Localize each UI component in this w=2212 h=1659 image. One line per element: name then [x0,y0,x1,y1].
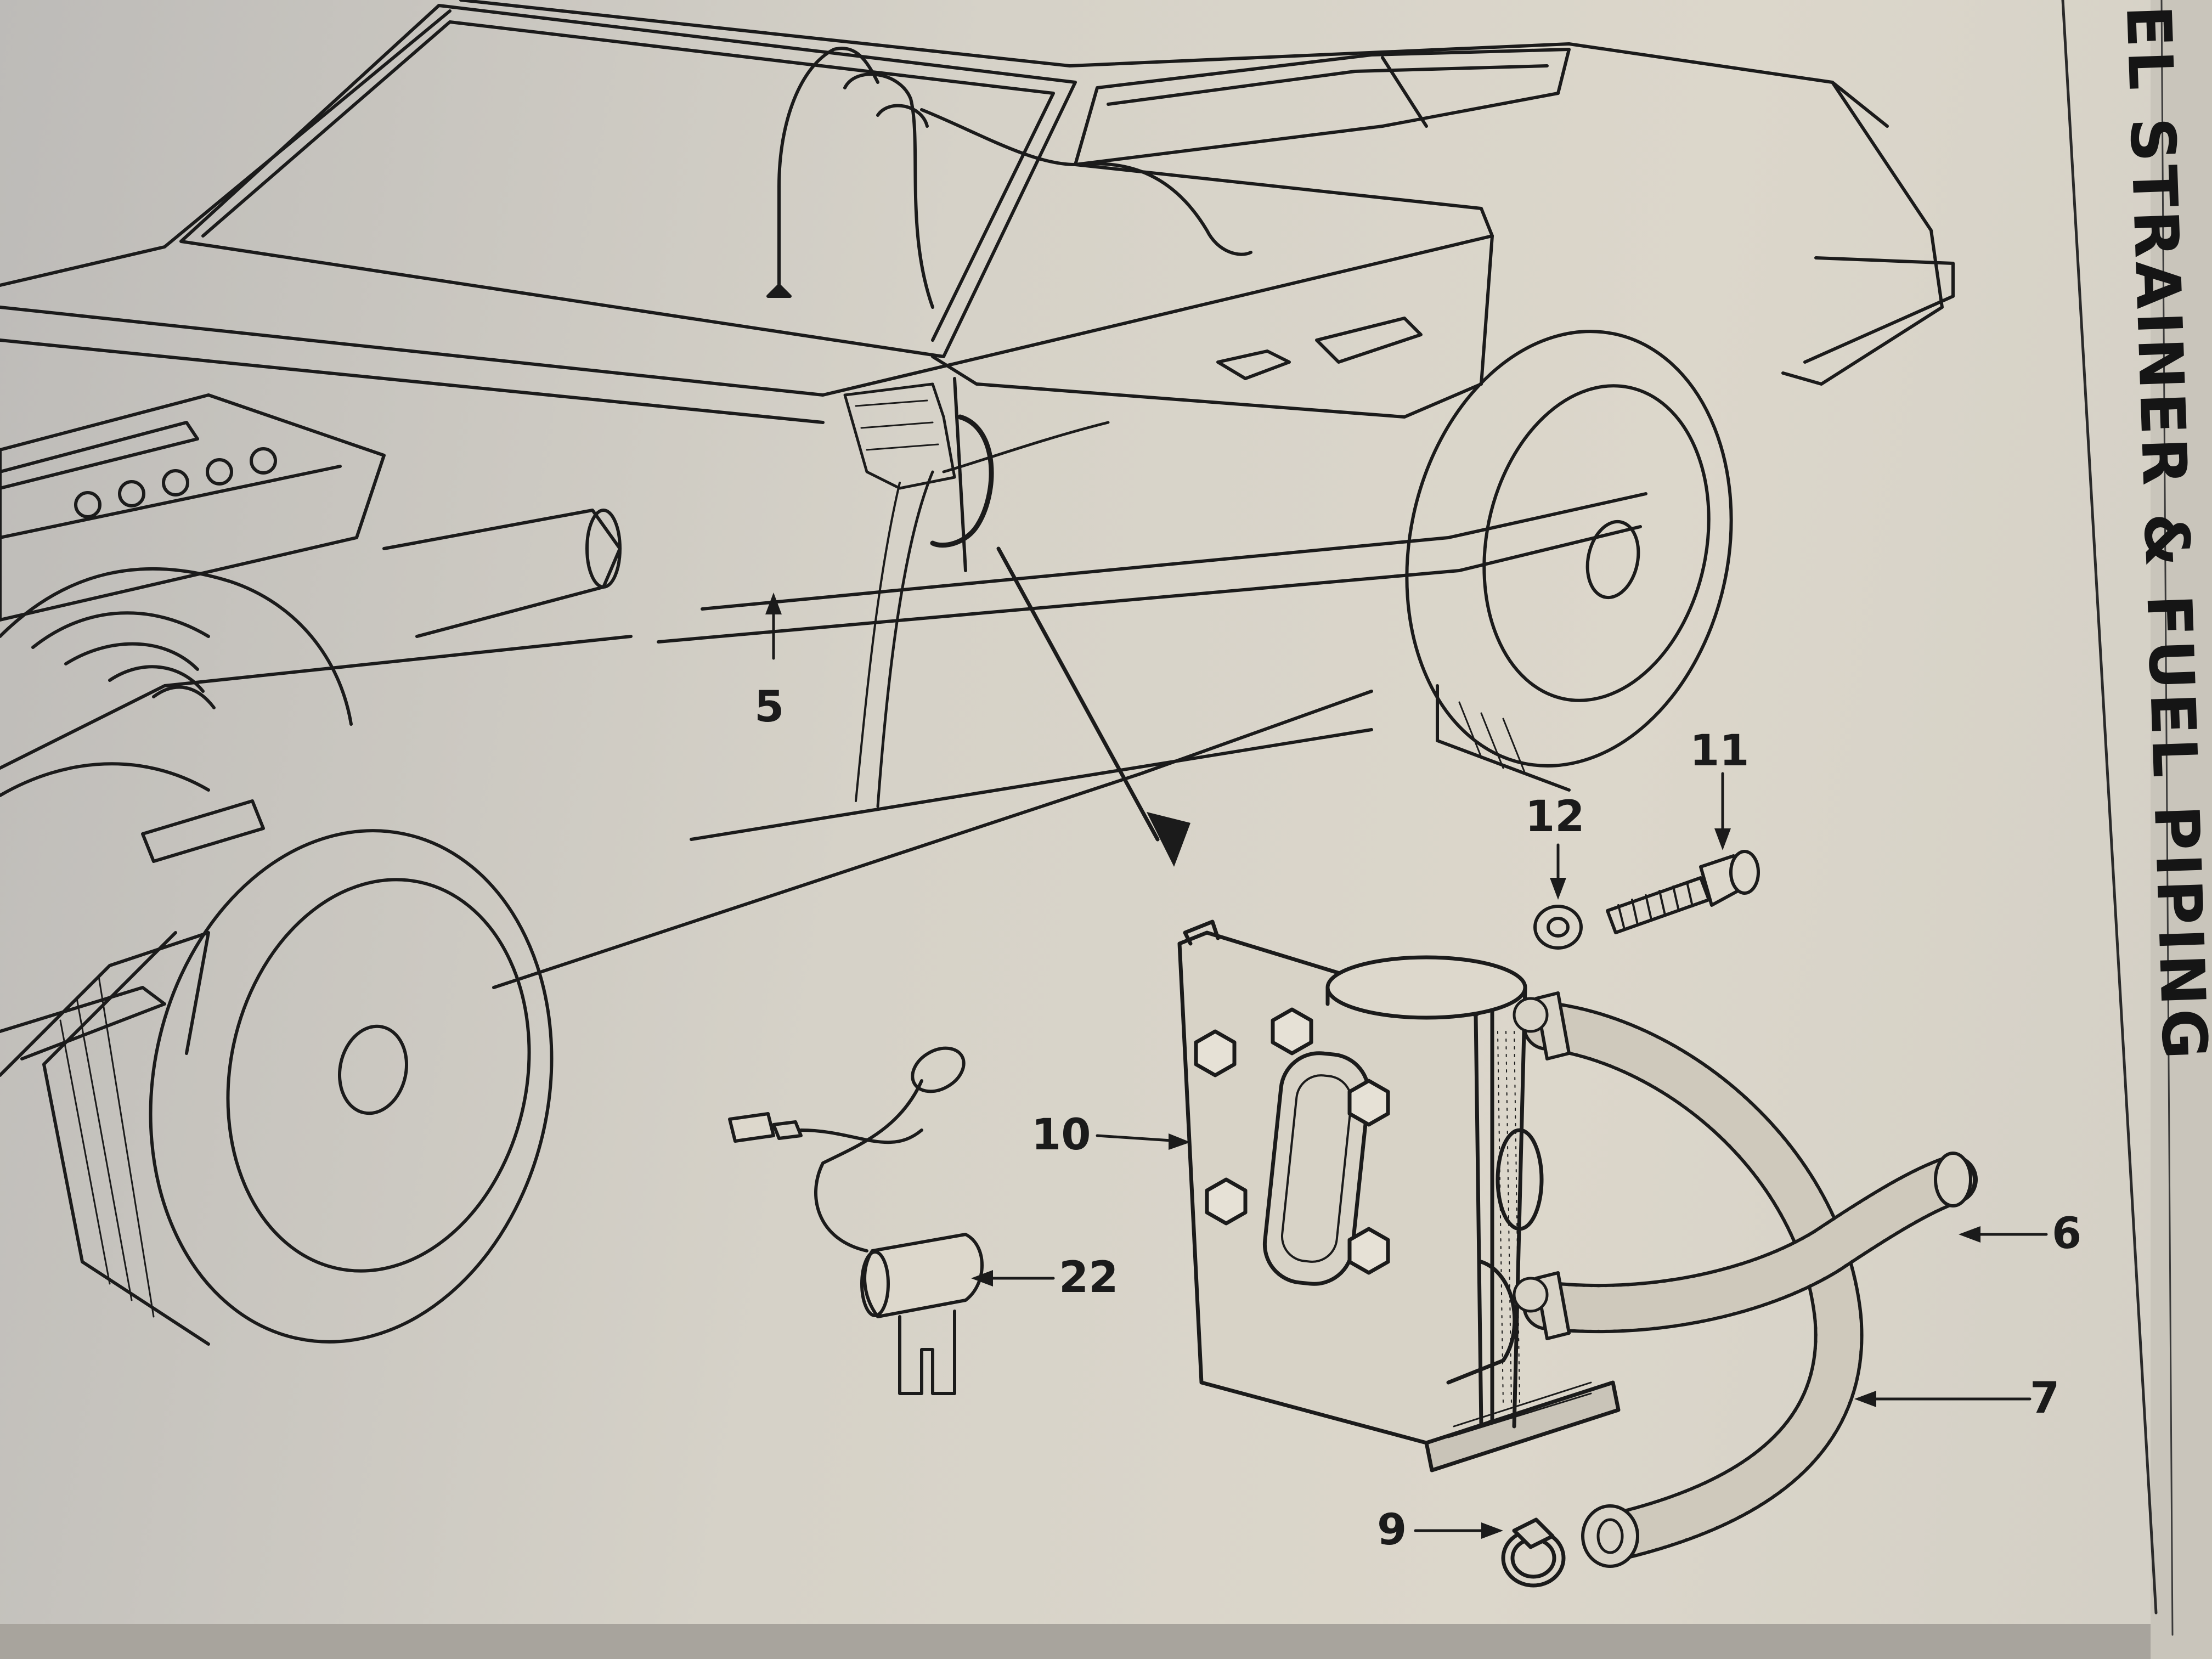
fuel-piping-on-car [766,47,1252,808]
detail-arrow [996,546,1190,867]
callout-6: 6 [2052,1209,2082,1259]
leader-5 [765,592,782,660]
section-title: EL STRAINER & FUEL PIPING [2112,4,2212,1064]
engine [0,393,622,863]
sender-unit [728,1046,984,1395]
callout-12: 12 [1525,792,1585,842]
front-wheel [42,829,554,1346]
car-body [0,0,1955,1077]
hose-clip [1501,1517,1566,1588]
rear-wheel [1405,330,1733,792]
callout-22: 22 [1059,1253,1119,1302]
bolt-and-washer [1533,850,1760,950]
callout-9: 9 [1377,1505,1407,1555]
callout-leaders [971,772,2048,1539]
fuel-strainer-bracket [1177,919,1621,1472]
callout-5: 5 [754,682,785,732]
fuel-hoses [1513,991,1978,1568]
callout-11: 11 [1690,726,1750,776]
callout-7: 7 [2030,1374,2060,1423]
callout-10: 10 [1031,1110,1091,1160]
